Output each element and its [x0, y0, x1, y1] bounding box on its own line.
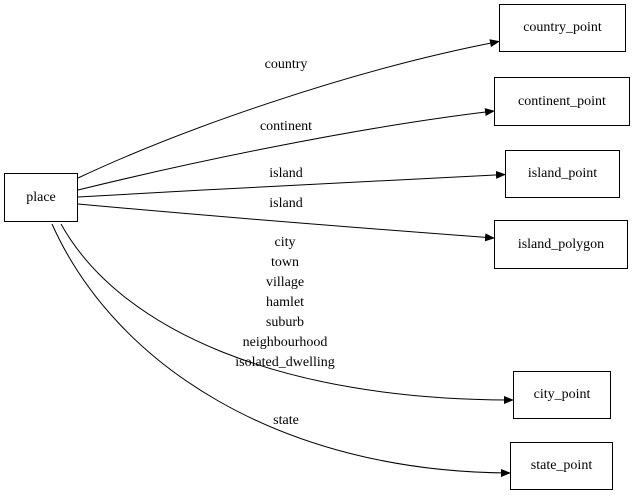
- edge-place-continent-point: [77, 108, 495, 191]
- node-continent-point: continent_point: [494, 77, 630, 126]
- node-island-polygon-label: island_polygon: [517, 236, 605, 252]
- node-city-point: city_point: [513, 371, 611, 419]
- node-city-point-label: city_point: [533, 387, 591, 402]
- node-island-point-label: island_point: [527, 166, 598, 181]
- edge-place-city-point: [60, 223, 514, 404]
- edge-place-island-polygon: [77, 203, 495, 242]
- node-continent-point-label: continent_point: [518, 93, 606, 109]
- edge-label-island-1: island: [269, 166, 303, 181]
- edge-label-city-group: city town village hamlet suburb neighbou…: [235, 235, 335, 370]
- node-place-label: place: [26, 189, 56, 205]
- node-place: place: [4, 173, 78, 222]
- edge-place-country-point: [77, 39, 500, 179]
- edge-label-country: country: [264, 57, 308, 72]
- edge-place-state-point: [51, 223, 511, 477]
- node-state-point: state_point: [510, 442, 613, 490]
- node-island-polygon: island_polygon: [494, 220, 628, 269]
- node-island-point: island_point: [505, 150, 620, 198]
- edge-label-continent: continent: [259, 119, 313, 134]
- node-country-point-label: country_point: [523, 20, 602, 35]
- edge-label-island-2: island: [269, 196, 303, 211]
- edge-place-island-point: [77, 170, 506, 198]
- edge-label-state: state: [273, 413, 299, 428]
- node-country-point: country_point: [499, 4, 626, 52]
- node-state-point-label: state_point: [530, 458, 593, 473]
